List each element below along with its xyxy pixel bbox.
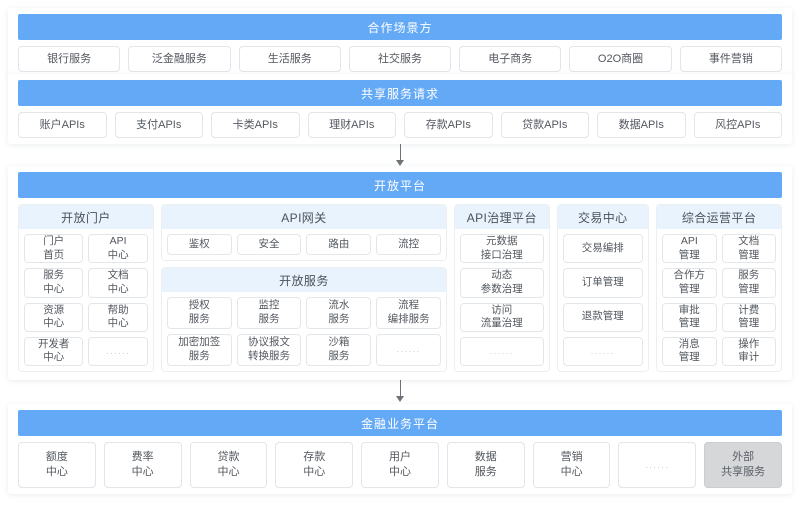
partner-chip-event-mktg[interactable]: 事件营销 <box>679 46 782 72</box>
section-open-platform: 开放平台 开放门户 门户 首页 API 中心 服务 中心 文档 中心 资源 中心… <box>8 166 792 380</box>
portal-cell-service[interactable]: 服务 中心 <box>24 268 84 298</box>
finance-chip-deposit[interactable]: 存款 中心 <box>275 442 354 488</box>
api-chip-riskctrl[interactable]: 风控APIs <box>693 112 782 138</box>
panel-open-service-title: 开放服务 <box>161 268 447 292</box>
partner-chip-bank[interactable]: 银行服务 <box>18 46 121 72</box>
section-finance-title: 金融业务平台 <box>18 410 782 436</box>
ops-cell-partner-mgmt[interactable]: 合作方 管理 <box>662 268 717 298</box>
panel-operations-title: 综合运营平台 <box>657 205 781 229</box>
finance-chip-marketing[interactable]: 营销 中心 <box>532 442 611 488</box>
governance-cell-dynamic-params[interactable]: 动态 参数治理 <box>460 268 544 298</box>
finance-chip-row: 额度 中心 费率 中心 贷款 中心 存款 中心 用户 中心 数据 服务 营销 中… <box>18 442 783 488</box>
finance-chip-data-service[interactable]: 数据 服务 <box>446 442 525 488</box>
ops-cell-service-mgmt[interactable]: 服务 管理 <box>721 268 776 298</box>
portal-cell-home[interactable]: 门户 首页 <box>24 234 84 264</box>
ops-cell-approval-mgmt[interactable]: 审批 管理 <box>662 302 717 332</box>
platform-panels: 开放门户 门户 首页 API 中心 服务 中心 文档 中心 资源 中心 帮助 中… <box>18 204 782 372</box>
panel-operations-grid: API 管理 文档 管理 合作方 管理 服务 管理 审批 管理 计费 管理 消息… <box>657 229 781 371</box>
partners-chip-row: 银行服务 泛金融服务 生活服务 社交服务 电子商务 O2O商圈 事件营销 <box>18 46 782 72</box>
trade-cell-more[interactable]: ...... <box>562 336 644 366</box>
panel-open-portal: 开放门户 门户 首页 API 中心 服务 中心 文档 中心 资源 中心 帮助 中… <box>18 204 154 372</box>
api-chip-card[interactable]: 卡类APIs <box>211 112 300 138</box>
portal-cell-resource[interactable]: 资源 中心 <box>24 302 84 332</box>
section-request-title: 共享服务请求 <box>18 80 782 106</box>
ops-cell-doc-mgmt[interactable]: 文档 管理 <box>721 234 776 264</box>
finance-chip-credit-limit[interactable]: 额度 中心 <box>18 442 96 488</box>
governance-cell-more[interactable]: ...... <box>460 336 544 367</box>
down-arrow-icon-to-platform <box>393 144 407 166</box>
portal-cell-developer[interactable]: 开发者 中心 <box>24 336 84 367</box>
api-chip-data[interactable]: 数据APIs <box>597 112 686 138</box>
section-shared-service-request: 共享服务请求 账户APIs 支付APIs 卡类APIs 理财APIs 存款API… <box>8 74 792 144</box>
governance-cell-traffic[interactable]: 访问 流量治理 <box>460 302 544 332</box>
api-chip-loan[interactable]: 贷款APIs <box>500 112 589 138</box>
request-chip-row: 账户APIs 支付APIs 卡类APIs 理财APIs 存款APIs 贷款API… <box>18 112 782 138</box>
section-financial-business-platform: 金融业务平台 额度 中心 费率 中心 贷款 中心 存款 中心 用户 中心 数据 … <box>8 404 792 494</box>
api-chip-payment[interactable]: 支付APIs <box>114 112 203 138</box>
panel-gateway-group: API网关 鉴权 安全 路由 流控 开放服务 授权 服务 监控 服务 <box>160 204 448 372</box>
ops-cell-audit[interactable]: 操作 审计 <box>721 336 776 367</box>
panel-trade-center-grid: 交易编排 订单管理 退款管理 ...... <box>558 229 649 371</box>
openservice-cell-orchestration[interactable]: 流程 编排服务 <box>376 297 442 329</box>
openservice-cell-sandbox[interactable]: 沙箱 服务 <box>306 334 372 366</box>
openservice-cell-monitoring[interactable]: 监控 服务 <box>236 297 302 329</box>
panel-open-portal-title: 开放门户 <box>19 205 153 229</box>
section-partners-title: 合作场景方 <box>18 14 782 40</box>
portal-cell-help[interactable]: 帮助 中心 <box>88 302 148 332</box>
partner-chip-o2o[interactable]: O2O商圈 <box>569 46 672 72</box>
panel-api-gateway-grid: 鉴权 安全 路由 流控 <box>162 229 446 260</box>
panel-trade-center: 交易中心 交易编排 订单管理 退款管理 ...... <box>556 204 650 372</box>
openservice-cell-encryption[interactable]: 加密加签 服务 <box>166 334 232 366</box>
panel-open-service-grid: 授权 服务 监控 服务 流水 服务 流程 编排服务 加密加签 服务 协议报文 转… <box>162 292 446 371</box>
panel-api-governance-grid: 元数据 接口治理 动态 参数治理 访问 流量治理 ...... <box>455 229 548 371</box>
partner-chip-social[interactable]: 社交服务 <box>348 46 452 72</box>
governance-cell-metadata[interactable]: 元数据 接口治理 <box>460 234 544 264</box>
gateway-cell-throttle[interactable]: 流控 <box>376 234 442 255</box>
finance-chip-more[interactable]: ...... <box>618 442 697 488</box>
ops-cell-message-mgmt[interactable]: 消息 管理 <box>662 336 717 367</box>
gateway-stack: API网关 鉴权 安全 路由 流控 开放服务 授权 服务 监控 服务 <box>160 204 448 372</box>
arrow-head <box>396 396 404 402</box>
portal-cell-docs[interactable]: 文档 中心 <box>88 268 148 298</box>
ops-cell-api-mgmt[interactable]: API 管理 <box>662 234 717 264</box>
partner-chip-life[interactable]: 生活服务 <box>238 46 341 72</box>
openservice-cell-protocol-convert[interactable]: 协议报文 转换服务 <box>236 334 302 366</box>
down-arrow-icon-to-finance <box>393 380 407 402</box>
partner-chip-fintech[interactable]: 泛金融服务 <box>128 46 231 72</box>
finance-chip-loan[interactable]: 贷款 中心 <box>189 442 268 488</box>
panel-open-portal-grid: 门户 首页 API 中心 服务 中心 文档 中心 资源 中心 帮助 中心 开发者… <box>19 229 153 371</box>
finance-chip-rate[interactable]: 费率 中心 <box>103 442 182 488</box>
api-chip-wealth[interactable]: 理财APIs <box>307 112 396 138</box>
panel-api-governance: API治理平台 元数据 接口治理 动态 参数治理 访问 流量治理 ...... <box>454 204 550 372</box>
section-platform-title: 开放平台 <box>18 172 782 198</box>
finance-chip-user[interactable]: 用户 中心 <box>361 442 439 488</box>
api-chip-account[interactable]: 账户APIs <box>18 112 107 138</box>
trade-cell-orchestration[interactable]: 交易编排 <box>562 234 644 264</box>
openservice-cell-transaction-log[interactable]: 流水 服务 <box>306 297 372 329</box>
ops-cell-billing-mgmt[interactable]: 计费 管理 <box>721 302 776 332</box>
gateway-cell-auth[interactable]: 鉴权 <box>166 234 232 255</box>
portal-cell-api[interactable]: API 中心 <box>88 234 148 264</box>
finance-chip-external-shared-service[interactable]: 外部 共享服务 <box>704 442 783 488</box>
partner-chip-ecommerce[interactable]: 电子商务 <box>459 46 562 72</box>
arrow-shaft <box>399 380 401 396</box>
portal-cell-more[interactable]: ...... <box>88 336 148 367</box>
arrow-head <box>396 160 404 166</box>
openservice-cell-more[interactable]: ...... <box>376 334 442 366</box>
trade-cell-order[interactable]: 订单管理 <box>562 268 644 298</box>
arrow-shaft <box>399 144 401 160</box>
gateway-cell-routing[interactable]: 路由 <box>306 234 372 255</box>
gateway-cell-security[interactable]: 安全 <box>236 234 302 255</box>
trade-cell-refund[interactable]: 退款管理 <box>562 302 644 332</box>
panel-trade-center-title: 交易中心 <box>557 205 649 229</box>
api-chip-deposit[interactable]: 存款APIs <box>404 112 493 138</box>
panel-operations: 综合运营平台 API 管理 文档 管理 合作方 管理 服务 管理 审批 管理 计… <box>656 204 782 372</box>
panel-api-gateway: API网关 鉴权 安全 路由 流控 <box>160 204 448 261</box>
panel-api-gateway-title: API网关 <box>161 205 447 229</box>
panel-api-governance-title: API治理平台 <box>455 205 549 229</box>
section-partners: 合作场景方 银行服务 泛金融服务 生活服务 社交服务 电子商务 O2O商圈 事件… <box>8 8 792 78</box>
panel-open-service: 开放服务 授权 服务 监控 服务 流水 服务 流程 编排服务 加密加签 服务 协… <box>160 267 448 372</box>
openservice-cell-authorization[interactable]: 授权 服务 <box>166 297 232 329</box>
